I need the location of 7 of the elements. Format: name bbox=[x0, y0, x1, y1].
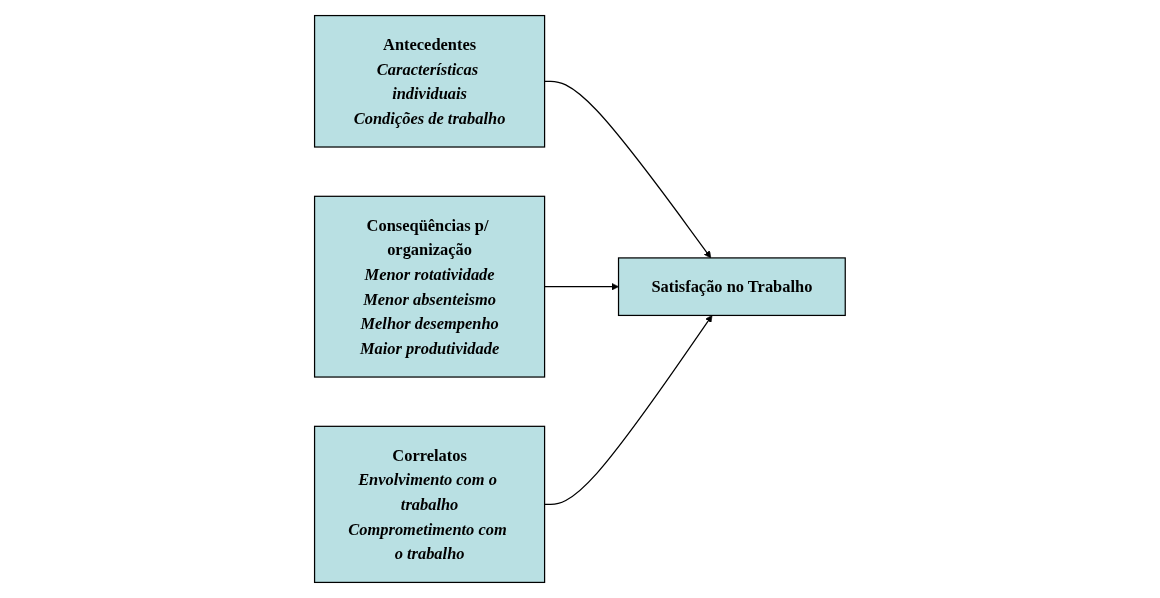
node-box: Conseqüências p/ organização Menor rotatividade Menor absenteismo Melhor desempenho Maior produtividade bbox=[314, 195, 546, 378]
arrow bbox=[544, 283, 619, 291]
node-box: Correlatos Envolvimento com o trabalho Comprometimento com o trabalho bbox=[314, 425, 546, 584]
arrow bbox=[544, 315, 713, 505]
node-box: Antecedentes Características individuais Condições de trabalho bbox=[314, 14, 546, 148]
node-box: Satisfação no Trabalho bbox=[618, 257, 846, 317]
arrow bbox=[544, 80, 712, 259]
